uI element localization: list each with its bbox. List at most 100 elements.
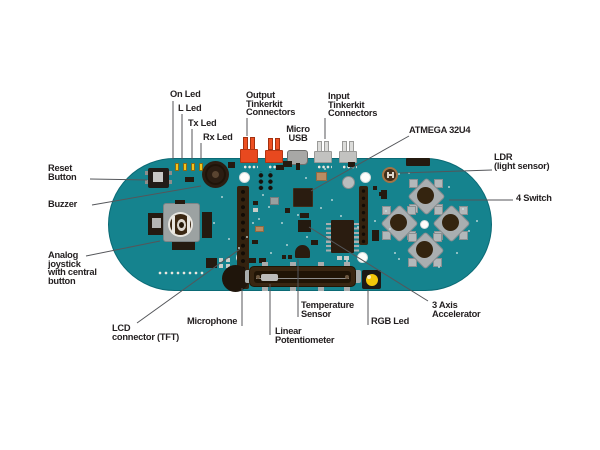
joystick-side-block <box>172 242 195 250</box>
smd-component <box>296 163 300 170</box>
via-dot <box>331 199 333 201</box>
via-dot <box>258 218 260 220</box>
smd-component <box>348 162 355 167</box>
label-analog-joystick: Analog joystick with central button <box>48 250 97 287</box>
smd-component <box>252 240 258 244</box>
electrolytic-capacitor <box>342 176 355 189</box>
smd-component <box>373 186 377 190</box>
via-dot <box>468 230 470 232</box>
output-tinkerkit-connector-prong <box>268 138 273 150</box>
smd-component <box>381 190 387 199</box>
reset-button-component <box>145 168 172 188</box>
joystick-left-button-cap <box>152 218 161 228</box>
smd-resistor <box>255 226 264 232</box>
smd-component <box>283 161 292 167</box>
pot-tab <box>290 286 296 291</box>
mounting-hole <box>239 172 250 183</box>
label-temperature-sensor: Temperature Sensor <box>301 300 354 319</box>
via-dot <box>340 215 342 217</box>
pot-tab <box>290 262 296 267</box>
smd-component <box>249 258 256 263</box>
label-microphone: Microphone <box>187 316 238 326</box>
label-four-switch: 4 Switch <box>516 193 552 203</box>
label-buzzer: Buzzer <box>48 199 77 209</box>
switch-leg <box>459 231 468 240</box>
accelerometer-chip <box>298 220 311 232</box>
via-dot <box>221 196 223 198</box>
via-dot <box>297 214 299 216</box>
via-dot <box>213 222 215 224</box>
smd-component <box>406 158 430 166</box>
smd-component <box>185 177 194 182</box>
smd-component <box>206 258 217 268</box>
ldr-mark <box>388 174 393 176</box>
soic-chip <box>331 220 354 253</box>
via-dot <box>238 247 240 249</box>
buzzer-ring <box>205 164 226 185</box>
solder-pad-row <box>242 165 258 169</box>
smd-component <box>259 258 266 263</box>
pot-tab <box>262 262 268 267</box>
label-lcd-connector: LCD connector (TFT) <box>112 323 180 342</box>
via-dot <box>448 186 450 188</box>
solder-pad-row <box>156 270 204 276</box>
smd-component <box>337 256 342 260</box>
smd-component <box>379 192 383 196</box>
pot-tab <box>262 286 268 291</box>
via-dot <box>320 207 322 209</box>
switch-bottom <box>405 230 445 270</box>
reset-button-pin <box>169 171 172 175</box>
via-dot <box>281 222 283 224</box>
smd-component <box>300 213 309 218</box>
pin-header-grid <box>254 171 273 190</box>
switch-button <box>389 213 407 231</box>
label-rx-led: Rx Led <box>203 132 233 142</box>
joystick-tab <box>175 200 185 204</box>
mounting-hole <box>360 172 371 183</box>
rgb-led-component <box>362 270 381 289</box>
via-dot <box>476 220 478 222</box>
smd-component <box>288 255 292 259</box>
via-dot <box>389 228 391 230</box>
buzzer-center <box>212 171 219 178</box>
label-linear-potentiometer: Linear Potentiometer <box>275 326 335 345</box>
joystick-base <box>163 200 200 242</box>
buzzer-component <box>202 161 229 188</box>
via-dot <box>346 260 348 262</box>
switch-button <box>441 213 459 231</box>
via-dot <box>268 206 270 208</box>
via-dot <box>246 236 248 238</box>
smd-component <box>282 255 286 259</box>
smd-component <box>311 240 318 245</box>
atmega-chip <box>293 188 313 207</box>
switch-leg <box>434 179 443 188</box>
output-tinkerkit-connector-prong <box>275 138 280 150</box>
pot-slider <box>261 274 278 281</box>
reset-button-cap <box>153 172 163 182</box>
switch-leg <box>434 206 443 215</box>
label-reset-button: Reset Button <box>48 163 77 182</box>
via-dot <box>286 244 288 246</box>
smd-component <box>219 258 223 262</box>
solder-pad-row <box>267 165 283 169</box>
via-dot <box>385 210 387 212</box>
pot-end-screw <box>345 275 349 279</box>
switch-button <box>415 240 433 258</box>
pot-track <box>256 277 349 279</box>
linear-potentiometer-component <box>249 266 356 287</box>
joystick-stripe <box>172 216 175 233</box>
via-dot <box>305 177 307 179</box>
via-dot <box>408 172 410 174</box>
pin-header-column <box>359 186 368 245</box>
via-dot <box>462 208 464 210</box>
via-dot <box>438 266 440 268</box>
joystick-knob-dot <box>179 222 184 228</box>
label-micro-usb: Micro USB <box>286 124 310 143</box>
via-dot <box>262 194 264 196</box>
smd-component <box>253 208 258 212</box>
l-led-component <box>183 163 187 171</box>
pot-end-screw <box>256 275 260 279</box>
label-ldr: LDR (light sensor) <box>494 152 550 171</box>
on-led-component <box>175 163 179 171</box>
